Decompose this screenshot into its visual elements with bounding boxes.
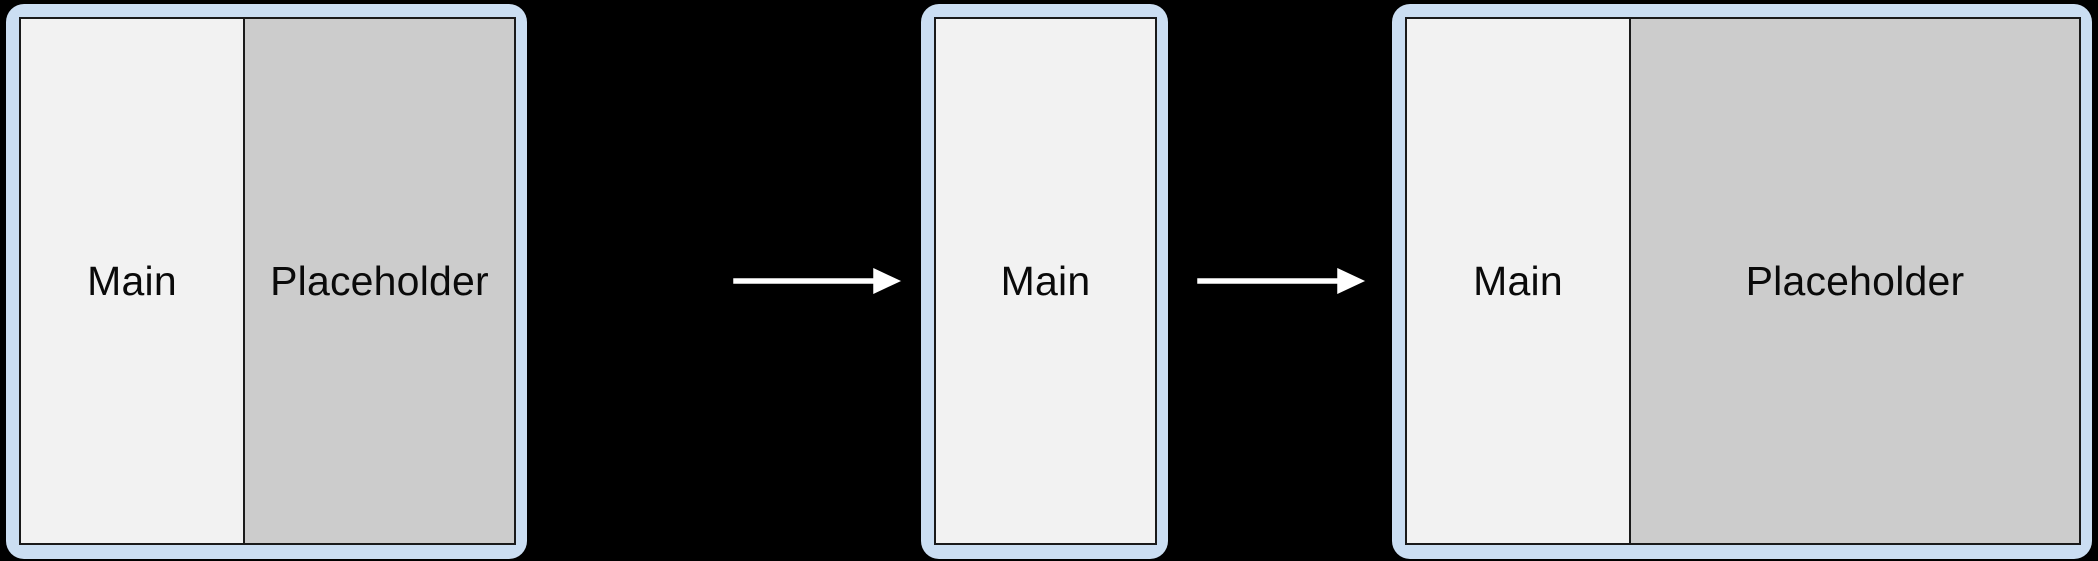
region-main-label: Main — [1473, 257, 1563, 304]
window-content-area: Main Placeholder — [19, 17, 516, 545]
region-main-label: Main — [87, 257, 177, 304]
arrow-right-glyph — [730, 264, 907, 298]
window-panel-narrow[interactable]: Main — [921, 4, 1168, 559]
region-main-label: Main — [1000, 257, 1091, 304]
arrow-right-icon — [1192, 256, 1372, 306]
region-placeholder-label: Placeholder — [1745, 257, 1965, 304]
arrow-right-icon — [728, 256, 908, 306]
window-content-area: Main Placeholder — [1405, 17, 2081, 545]
region-placeholder[interactable]: Placeholder — [1629, 19, 2079, 543]
region-placeholder[interactable]: Placeholder — [243, 19, 514, 543]
region-main[interactable]: Main — [936, 19, 1155, 543]
window-content-area: Main — [934, 17, 1157, 545]
window-panel-wide-after[interactable]: Main Placeholder — [1392, 4, 2092, 559]
window-panel-wide-before[interactable]: Main Placeholder — [6, 4, 527, 559]
region-main[interactable]: Main — [1407, 19, 1629, 543]
region-placeholder-label: Placeholder — [270, 257, 489, 304]
region-main[interactable]: Main — [21, 19, 243, 543]
arrow-right-glyph — [1194, 264, 1371, 298]
